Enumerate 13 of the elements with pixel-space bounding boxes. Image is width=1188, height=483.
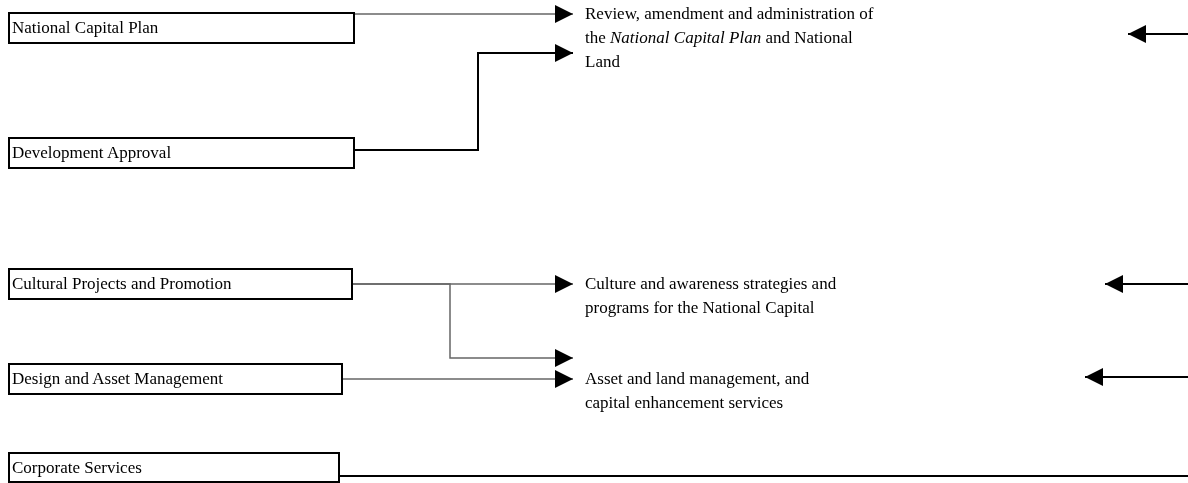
unit-label: Development Approval bbox=[12, 143, 172, 162]
unit-label: Corporate Services bbox=[12, 458, 142, 477]
unit-box bbox=[8, 12, 355, 44]
unit-box bbox=[8, 137, 355, 169]
output-text: Review, amendment and administration of the National Capital Plan and National Land bbox=[585, 3, 875, 73]
unit-box bbox=[8, 363, 343, 395]
unit-box bbox=[8, 452, 340, 483]
unit-label: National Capital Plan bbox=[12, 18, 159, 37]
output-text: Culture and awareness strategies and programs for the National Capital bbox=[585, 273, 838, 319]
unit-label: Cultural Projects and Promotion bbox=[12, 274, 232, 293]
unit-label: Design and Asset Management bbox=[12, 369, 224, 388]
output-text: Asset and land management, and capital enhancement services bbox=[585, 368, 811, 414]
unit-box bbox=[8, 268, 353, 300]
